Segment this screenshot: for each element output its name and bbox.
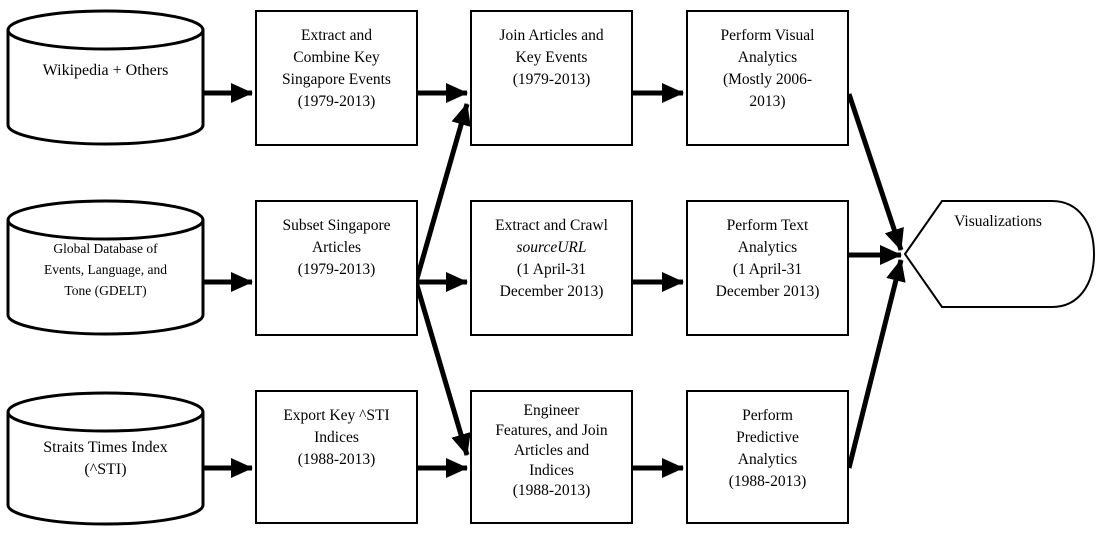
process-label-line: Predictive	[736, 429, 799, 446]
process-label-line: Singapore Events	[282, 71, 391, 88]
process-label-line: 2013)	[749, 93, 786, 110]
process-label-line: December 2013)	[715, 283, 820, 300]
process-label-line: (1988-2013)	[512, 482, 591, 499]
process-label-line: Analytics	[737, 49, 798, 66]
visualizations-label: Visualizations	[954, 213, 1042, 230]
process-label-line: Extract and Crawl	[495, 217, 608, 234]
process-subset-articles: Subset Singapore Articles (1979-2013)	[255, 200, 418, 336]
process-label-line: Perform Text	[726, 217, 809, 234]
db-label-line: Straits Times Index	[43, 439, 168, 456]
process-label-line: Export Key ^STI	[283, 407, 390, 424]
process-label-line: (1979-2013)	[297, 93, 376, 110]
process-engineer-features: Engineer Features, and Join Articles and…	[470, 390, 633, 524]
db-label-line: (^STI)	[84, 461, 127, 478]
visualizations-display-shape	[903, 200, 1096, 308]
process-label-line: Indices	[529, 462, 574, 479]
arrow-subset-articles-to-join-articles	[413, 103, 471, 283]
gdelt-database-cylinder	[6, 199, 205, 336]
process-visual-analytics: Perform Visual Analytics (Mostly 2006- 2…	[686, 10, 849, 146]
process-text-analytics: Perform Text Analytics (1 April-31 Decem…	[686, 200, 849, 336]
wikipedia-database-label: Wikipedia + Others	[10, 60, 201, 82]
process-label-line: Join Articles and	[499, 27, 604, 44]
process-label-line: Subset Singapore	[282, 217, 391, 234]
process-label-line: (1979-2013)	[512, 71, 591, 88]
process-label-line: (Mostly 2006-	[722, 71, 813, 88]
process-label-line: (1988-2013)	[297, 451, 376, 468]
process-extract-crawl: Extract and Crawl sourceURL (1 April-31 …	[470, 200, 633, 336]
process-label-line: Indices	[314, 429, 359, 446]
process-label-line: (1979-2013)	[297, 261, 376, 278]
wikipedia-database-cylinder	[6, 9, 205, 146]
process-label-line: Extract and	[300, 27, 372, 44]
process-label-line: (1988-2013)	[728, 473, 807, 490]
db-label-line: Events, Language, and	[44, 262, 167, 277]
process-label-line-italic: sourceURL	[516, 239, 587, 256]
process-label-line: Combine Key	[293, 49, 380, 66]
db-label-line: Tone (GDELT)	[64, 283, 147, 298]
process-label-line: Articles	[311, 239, 362, 256]
process-join-articles: Join Articles and Key Events (1979-2013)	[470, 10, 633, 146]
process-label-line: December 2013)	[499, 283, 604, 300]
process-export-indices: Export Key ^STI Indices (1988-2013)	[255, 390, 418, 524]
process-extract-combine: Extract and Combine Key Singapore Events…	[255, 10, 418, 146]
process-label-line: Articles and	[513, 442, 590, 459]
process-label-line: Perform	[742, 407, 793, 424]
process-label-line: Engineer	[523, 402, 580, 419]
arrow-predictive-analytics-to-visualizations	[846, 259, 906, 469]
process-label-line: Features, and Join	[495, 422, 608, 439]
arrow-visual-analytics-to-visualizations	[846, 93, 904, 251]
sti-database-cylinder	[6, 391, 205, 526]
arrow-subset-articles-to-engineer-features	[413, 281, 471, 456]
sti-database-label: Straits Times Index (^STI)	[10, 437, 201, 481]
db-label-line: Global Database of	[53, 241, 158, 256]
process-label-line: Analytics	[737, 239, 798, 256]
gdelt-database-label: Global Database of Events, Language, and…	[10, 238, 201, 301]
process-predictive-analytics: Perform Predictive Analytics (1988-2013)	[686, 390, 849, 524]
process-label-line: Perform Visual	[720, 27, 815, 44]
db-label-line: Wikipedia + Others	[42, 62, 169, 79]
process-label-line: Analytics	[737, 451, 798, 468]
process-label-line: (1 April-31	[732, 261, 803, 278]
process-label-line: Key Events	[515, 49, 588, 66]
process-label-line: (1 April-31	[516, 261, 587, 278]
